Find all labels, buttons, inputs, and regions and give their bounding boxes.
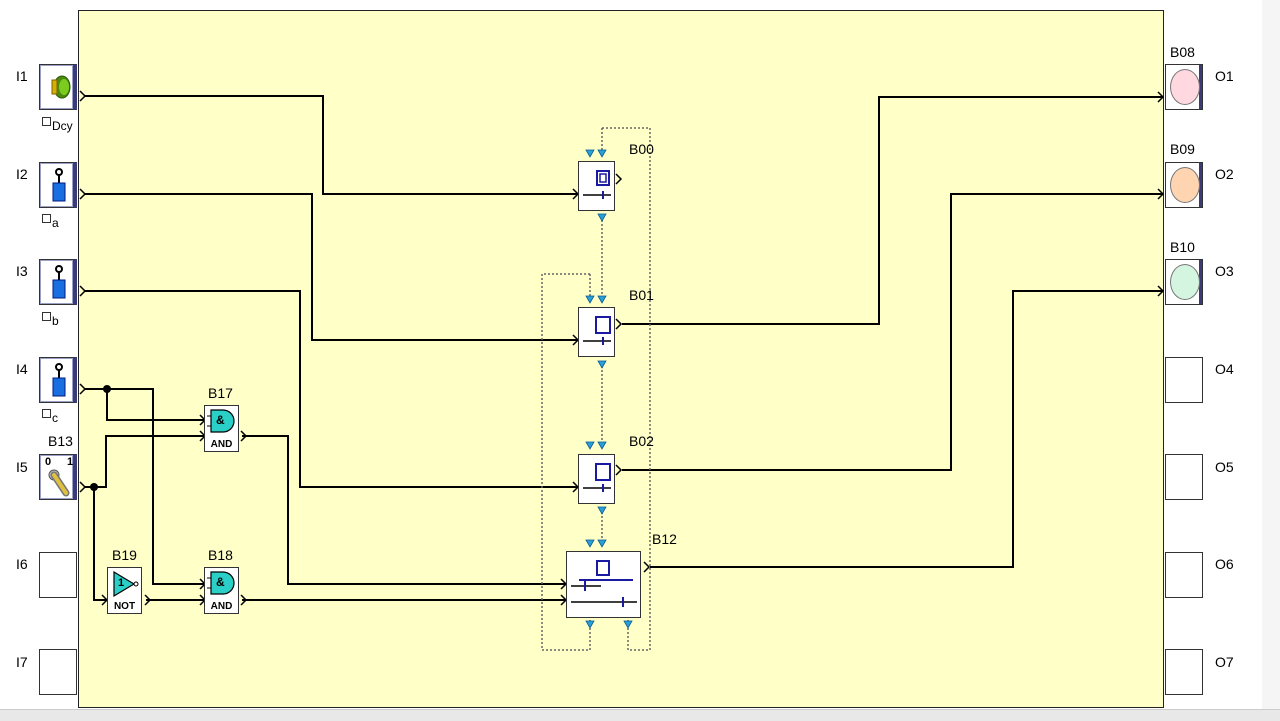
output-block-label-b08: B08 — [1170, 44, 1195, 60]
block-label-b17: B17 — [208, 385, 233, 401]
step-icon — [583, 316, 611, 345]
sfc-initial-step-b00[interactable] — [578, 161, 615, 211]
sfc-divergence-b12[interactable] — [566, 551, 641, 618]
input-sub-a: a — [42, 214, 59, 230]
input-label-i6: I6 — [16, 556, 28, 572]
input-i1-pushbutton[interactable] — [39, 64, 77, 110]
vertical-scrollbar[interactable] — [1262, 0, 1280, 709]
output-block-label-b10: B10 — [1170, 239, 1195, 255]
and-gate-text: AND — [210, 439, 233, 450]
output-o3-lamp[interactable] — [1165, 259, 1203, 305]
wire-i3-b02 — [84, 290, 578, 488]
not-symbol: 1 — [118, 577, 125, 589]
wire-i1-b00 — [84, 95, 578, 195]
block-label-b12: B12 — [652, 531, 677, 547]
wire-b12-o3 — [650, 290, 1162, 568]
and-gate-text: AND — [210, 601, 233, 612]
output-block-label-b09: B09 — [1170, 141, 1195, 157]
output-o7-empty[interactable] — [1165, 649, 1203, 695]
input-label-i5: I5 — [16, 459, 28, 475]
limit-switch-icon — [52, 265, 66, 299]
step-icon — [583, 463, 611, 492]
output-label-o3: O3 — [1215, 263, 1234, 279]
lamp-icon — [1170, 264, 1200, 300]
input-sub-c: c — [42, 409, 58, 425]
selector-pos-1: 1 — [67, 456, 74, 468]
pushbutton-green-icon — [51, 75, 71, 99]
lamp-icon — [1170, 167, 1200, 203]
block-label-b00: B00 — [629, 141, 654, 157]
block-label-b02: B02 — [629, 433, 654, 449]
and-gate-b18[interactable]: & AND — [204, 567, 239, 614]
output-label-o2: O2 — [1215, 166, 1234, 182]
sfc-loop-left — [541, 273, 591, 651]
input-sub-b: b — [42, 312, 59, 328]
input-label-i4: I4 — [16, 361, 28, 377]
output-label-o4: O4 — [1215, 361, 1234, 377]
output-o1-lamp[interactable] — [1165, 64, 1203, 110]
wire-b17-b12 — [242, 435, 566, 585]
wire-b01-o1 — [622, 96, 1162, 325]
input-label-i7: I7 — [16, 654, 28, 670]
output-o4-empty[interactable] — [1165, 357, 1203, 403]
wire-i4-b18 — [107, 388, 205, 585]
not-gate-b19[interactable]: 1 NOT — [107, 567, 142, 614]
output-label-o7: O7 — [1215, 654, 1234, 670]
and-gate-b17[interactable]: & AND — [204, 405, 239, 452]
status-bar — [0, 709, 1280, 721]
output-o5-empty[interactable] — [1165, 454, 1203, 500]
input-i6-empty[interactable] — [39, 552, 77, 598]
input-label-i2: I2 — [16, 166, 28, 182]
limit-switch-icon — [52, 363, 66, 397]
wire-i4-b17 — [84, 388, 205, 421]
sfc-loop-right — [602, 127, 651, 651]
input-i4-limit-switch[interactable] — [39, 357, 77, 403]
selector-switch-icon — [48, 469, 70, 497]
and-symbol: & — [216, 575, 225, 589]
output-o2-lamp[interactable] — [1165, 162, 1203, 208]
not-gate-text: NOT — [113, 601, 136, 612]
input-label-i1: I1 — [16, 68, 28, 84]
and-symbol: & — [216, 413, 225, 427]
initial-step-icon — [583, 170, 611, 199]
wire-i5-b17 — [84, 435, 205, 488]
input-sub-dcy: Dcy — [42, 117, 73, 133]
block-label-b18: B18 — [208, 547, 233, 563]
block-label-b01: B01 — [629, 287, 654, 303]
output-label-o5: O5 — [1215, 459, 1234, 475]
sfc-step-b02[interactable] — [578, 454, 615, 504]
input-i5-selector[interactable]: 0 1 — [39, 454, 77, 500]
and-gate-icon — [207, 409, 235, 433]
input-i3-limit-switch[interactable] — [39, 259, 77, 305]
selector-pos-0: 0 — [45, 456, 52, 468]
not-gate-icon — [113, 570, 139, 598]
input-i2-limit-switch[interactable] — [39, 162, 77, 208]
wire-i2-b01 — [84, 193, 578, 341]
output-label-o6: O6 — [1215, 556, 1234, 572]
wire-i5-b19 — [93, 487, 107, 601]
input-label-i3: I3 — [16, 263, 28, 279]
wire-b02-o2 — [622, 193, 1162, 471]
output-o6-empty[interactable] — [1165, 552, 1203, 598]
input-block-label-b13: B13 — [48, 433, 73, 449]
output-label-o1: O1 — [1215, 68, 1234, 84]
and-gate-icon — [207, 571, 235, 595]
input-i7-empty[interactable] — [39, 649, 77, 695]
limit-switch-icon — [52, 168, 66, 202]
sfc-step-b01[interactable] — [578, 307, 615, 357]
block-label-b19: B19 — [112, 547, 137, 563]
divergence-icon — [571, 560, 637, 607]
lamp-icon — [1170, 69, 1200, 105]
